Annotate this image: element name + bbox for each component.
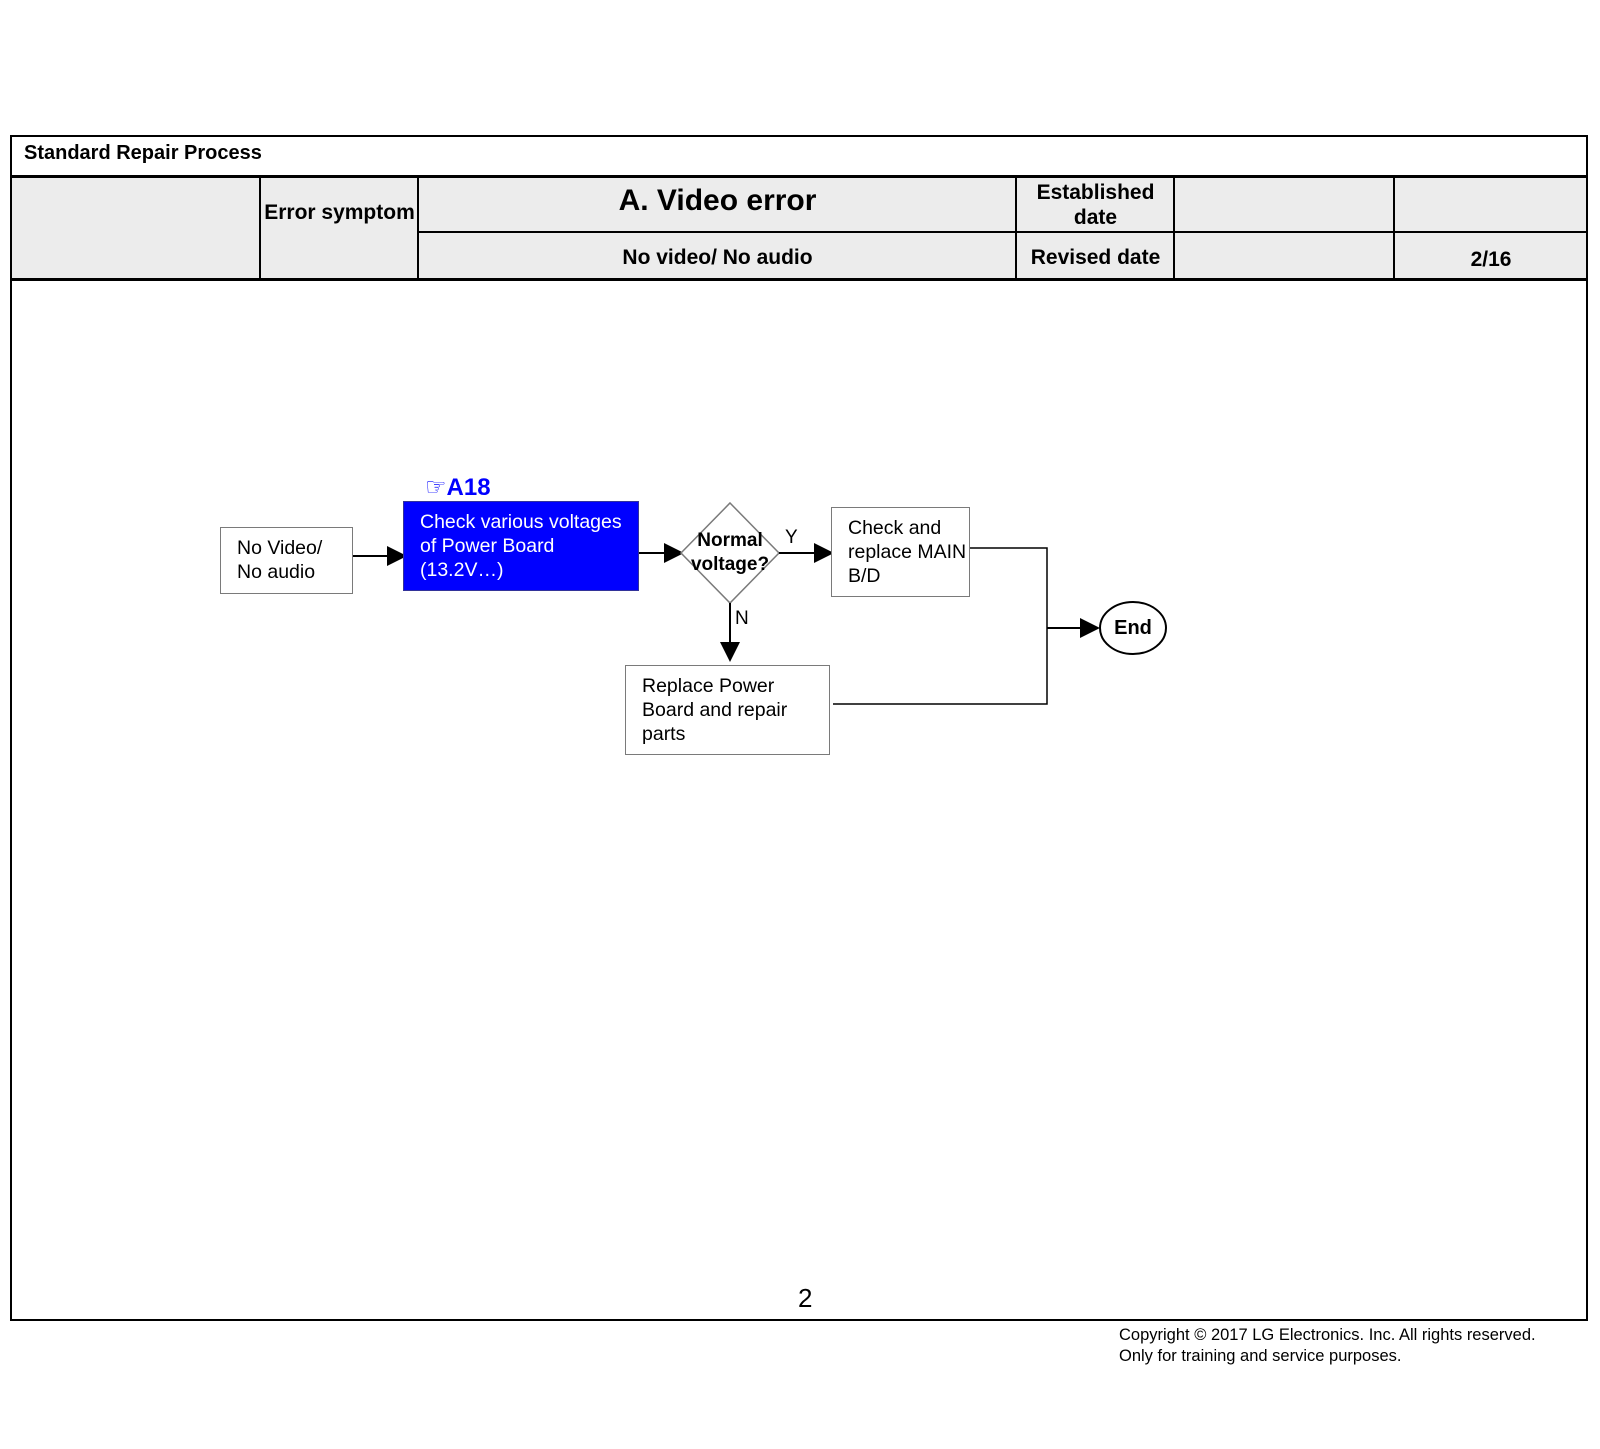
end-label: End [1114,617,1152,639]
established-date-label: Established date [1036,181,1155,230]
no-label: N [735,608,749,629]
replace-power-box: Replace Power Board and repair parts [625,665,830,755]
copyright-line-2: Only for training and service purposes. [1119,1347,1402,1365]
replace-main-box: Check and replace MAIN B/D [831,507,970,597]
header-divider [1393,175,1395,281]
check-voltage-label: Check various voltages of Power Board (1… [420,511,622,581]
page-number: 2 [798,1283,813,1313]
page-index: 2/16 [1470,248,1512,271]
header-divider [1173,175,1175,281]
header-divider [1015,175,1017,281]
header-band [12,175,1586,281]
page-title: A. Video error [618,184,817,217]
header-divider [417,175,419,281]
check-voltage-box: Check various voltages of Power Board (1… [403,501,639,591]
start-box: No Video/ No audio [220,527,353,594]
yes-label: Y [785,527,798,548]
reference-link[interactable]: ☞A18 [425,474,491,501]
revised-date-label: Revised date [1030,246,1161,269]
start-label: No Video/ No audio [237,537,323,583]
error-symptom-label: Error symptom [264,201,415,224]
copyright: Copyright © 2017 LG Electronics. Inc. Al… [1119,1325,1536,1367]
process-title: Standard Repair Process [24,142,262,164]
decision-label: Normal voltage? [690,530,770,575]
merge-connector [833,547,1048,705]
end-terminator [1099,601,1167,655]
header-row-divider [418,231,1586,233]
page-subtitle: No video/ No audio [622,246,813,269]
replace-main-label: Check and replace MAIN B/D [848,517,967,587]
page-frame [10,135,1588,1321]
copyright-line-1: Copyright © 2017 LG Electronics. Inc. Al… [1119,1326,1536,1344]
header-divider [259,175,261,281]
replace-power-label: Replace Power Board and repair parts [642,675,788,745]
